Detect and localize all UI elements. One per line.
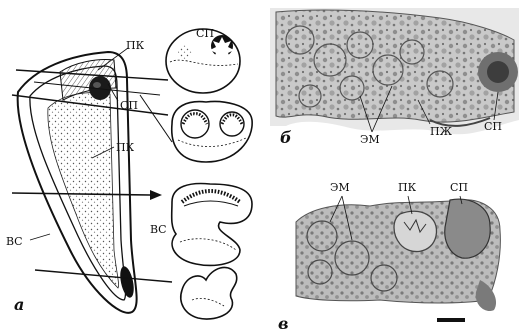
label-vs-schematic: ВС bbox=[6, 236, 23, 247]
panel-label-v: в bbox=[278, 316, 289, 332]
label-em-v: ЭМ bbox=[330, 182, 350, 193]
schematic-panel bbox=[12, 29, 252, 319]
label-sp-section-1: СП bbox=[196, 28, 214, 39]
panel-label-b: б bbox=[280, 130, 292, 146]
label-sp-schematic: СП bbox=[120, 100, 138, 111]
label-vs-section-3: ВС bbox=[150, 224, 167, 235]
section-3 bbox=[172, 184, 252, 266]
label-pk-schematic-mid: ПК bbox=[116, 142, 134, 153]
panel-label-a: а bbox=[14, 297, 24, 313]
label-sp-v: СП bbox=[450, 182, 468, 193]
micrograph-v bbox=[296, 196, 500, 322]
label-em-b: ЭМ bbox=[360, 134, 380, 145]
label-pzh-b: ПЖ bbox=[430, 126, 452, 137]
scale-bar bbox=[437, 318, 465, 322]
label-pk-schematic-top: ПК bbox=[126, 40, 144, 51]
section-4 bbox=[181, 267, 237, 319]
label-sp-b: СП bbox=[484, 121, 502, 132]
micrograph-b bbox=[270, 8, 519, 134]
label-pk-v: ПК bbox=[398, 182, 416, 193]
